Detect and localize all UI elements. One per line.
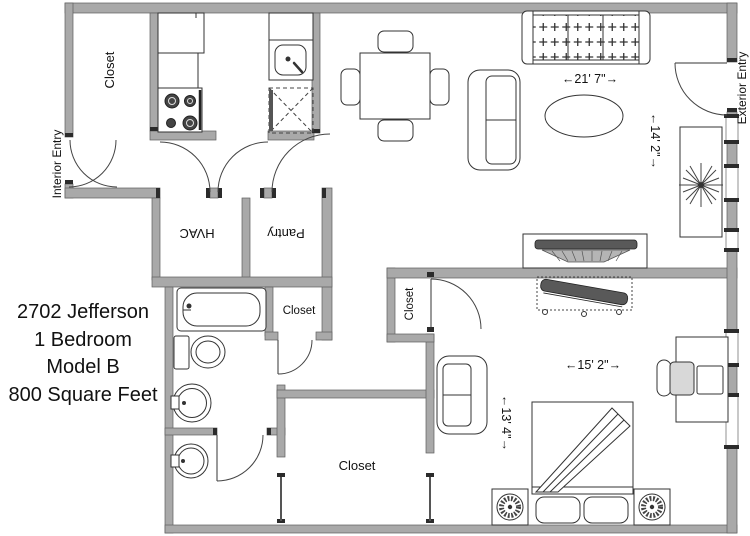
- dining-chair: [377, 30, 414, 53]
- nightstand-icon: [633, 488, 671, 526]
- room-labels: Closet HVAC Pantry Closet Closet Closet: [102, 51, 416, 473]
- kitchen-sink-icon: [268, 39, 314, 81]
- bathtub-icon: [176, 287, 267, 332]
- living-room: [467, 10, 723, 269]
- dining-area: [340, 30, 450, 142]
- label-pantry: Pantry: [267, 226, 305, 241]
- windows: [724, 114, 739, 449]
- label-bedroom-closet: Closet: [404, 287, 416, 320]
- pillow: [535, 496, 581, 524]
- label-hvac: HVAC: [179, 226, 214, 241]
- hall-closet-door: [277, 339, 313, 375]
- dim-living-depth: ←14' 2"→: [648, 113, 662, 169]
- living-room-door-arc: [271, 133, 331, 193]
- title-block: 2702 Jefferson 1 Bedroom Model B 800 Squ…: [9, 301, 158, 406]
- bathroom-sink-icon: [170, 383, 212, 423]
- kitchen: [157, 12, 314, 134]
- dim-living-width: ←21' 7"→: [562, 72, 618, 86]
- label-exterior-entry: Exterior Entry: [735, 52, 749, 125]
- armchair-icon: [436, 355, 488, 435]
- dining-chair: [340, 68, 361, 106]
- nightstand-icon: [491, 488, 529, 526]
- plan-title-area: 800 Square Feet: [9, 384, 158, 406]
- toilet-icon: [173, 335, 226, 370]
- bathroom: [170, 287, 267, 479]
- plant-icon: [679, 163, 723, 207]
- kitchen-counter: [268, 12, 314, 41]
- dim-bedroom-width: ←15' 2"→: [565, 358, 621, 372]
- doors: [68, 62, 728, 521]
- walkthrough-closet-sliding-doors: [280, 477, 431, 521]
- bedroom-closet-door: [430, 278, 482, 330]
- desk-chair: [656, 359, 672, 397]
- interior-entry-door-arc: [68, 139, 117, 188]
- plan-title-model: Model B: [46, 356, 119, 378]
- plan-title-bedrooms: 1 Bedroom: [34, 329, 132, 351]
- label-entry-closet: Closet: [102, 51, 117, 88]
- sofa-icon: [521, 10, 651, 65]
- label-hall-closet: Closet: [283, 305, 316, 317]
- desk-and-chair: [656, 336, 729, 423]
- dresser-icon: [536, 276, 633, 317]
- loveseat-icon: [467, 69, 521, 171]
- bathroom-door: [216, 434, 264, 482]
- plan-title-address: 2702 Jefferson: [17, 301, 149, 323]
- window-icon: [724, 164, 739, 202]
- kitchen-counter: [157, 52, 199, 89]
- refrigerator-icon: [157, 12, 205, 54]
- coffee-table: [544, 94, 624, 138]
- bedroom: [436, 276, 729, 526]
- dining-table: [359, 52, 431, 120]
- tv-console-icon: [522, 233, 648, 269]
- entry-labels: Interior Entry Exterior Entry: [50, 52, 749, 199]
- label-walkthrough-closet: Closet: [339, 458, 376, 473]
- pillow: [583, 496, 629, 524]
- dimension-labels: ←21' 7"→ ←14' 2"→ ←15' 2"→ ←13' 4"→: [499, 72, 662, 451]
- entry-closet-door-arc: [69, 139, 118, 188]
- dim-bedroom-depth: ←13' 4"→: [499, 395, 513, 451]
- hvac-door-arc: [159, 141, 211, 193]
- bed-icon: [531, 401, 634, 524]
- dishwasher-icon: [268, 87, 314, 134]
- exterior-entry-door: [674, 62, 728, 116]
- dining-chair: [429, 68, 450, 106]
- dining-chair: [377, 119, 414, 142]
- window-icon: [724, 393, 739, 449]
- plant-shelf: [679, 126, 723, 238]
- pantry-door-arc: [217, 141, 269, 193]
- walls: [64, 2, 738, 534]
- window-icon: [724, 228, 739, 252]
- vanity-sink-icon: [170, 443, 209, 479]
- stove-icon: [157, 87, 203, 133]
- label-interior-entry: Interior Entry: [50, 130, 64, 199]
- window-icon: [724, 114, 739, 144]
